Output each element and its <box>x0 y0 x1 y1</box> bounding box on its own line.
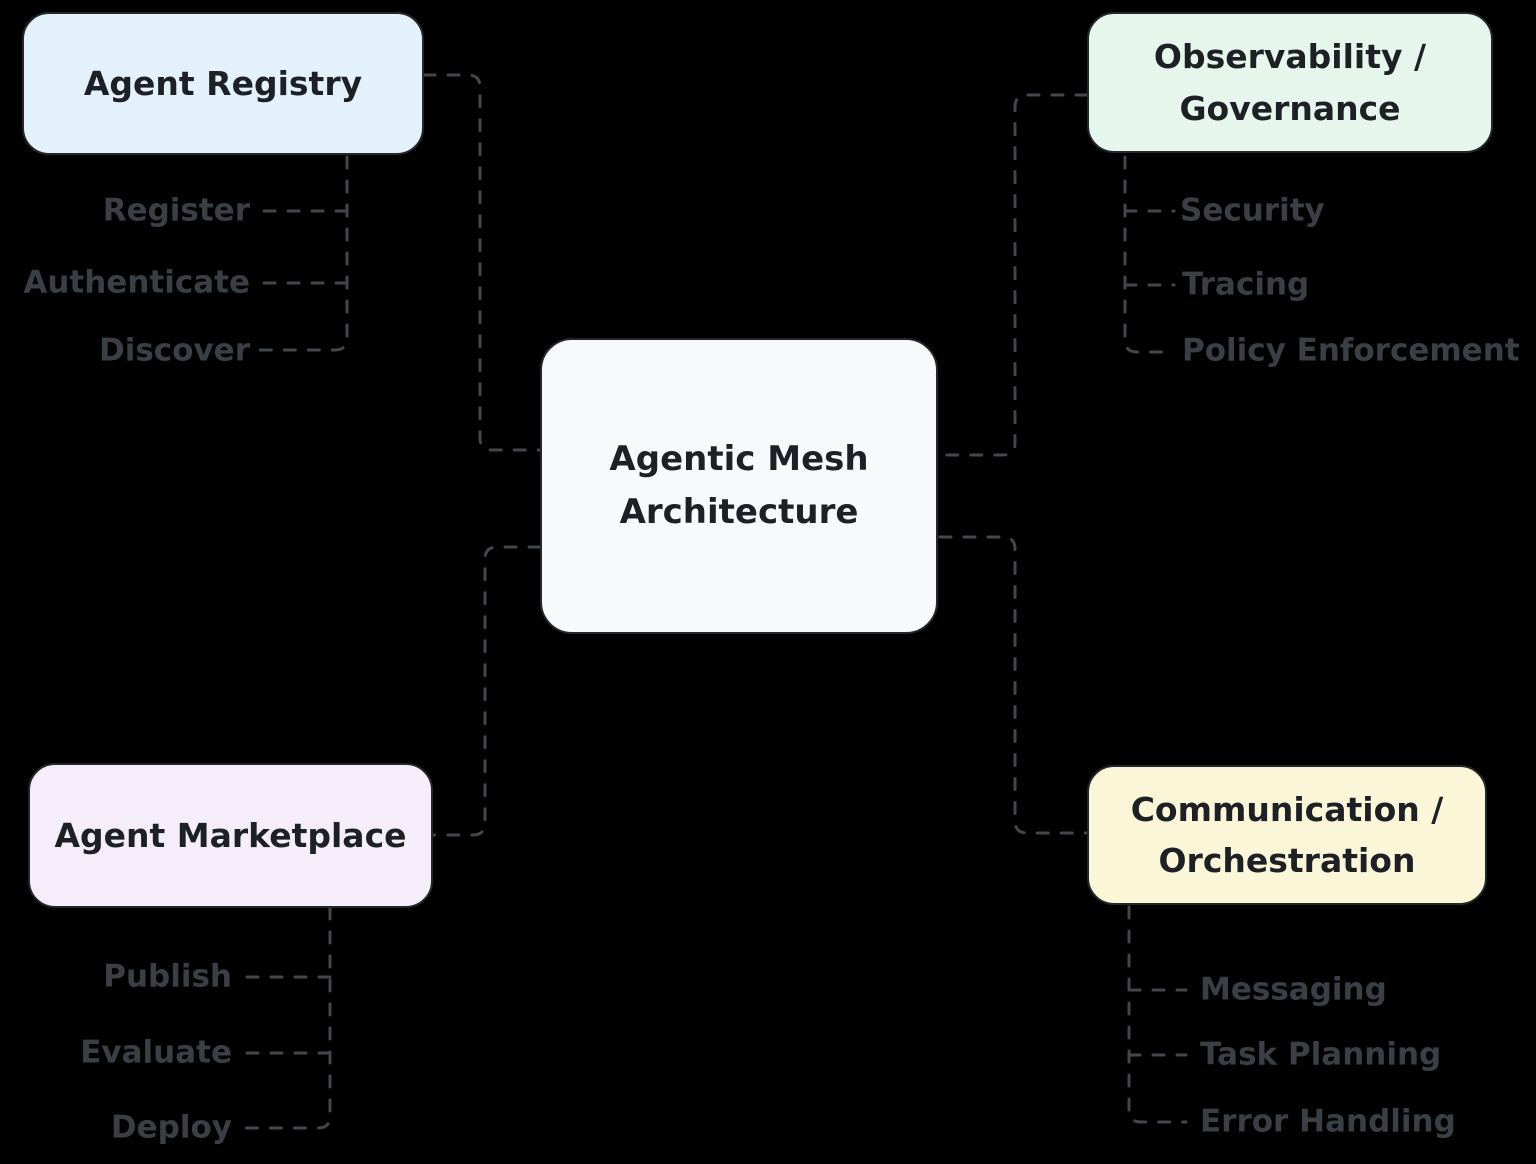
node-agentic-mesh-architecture-label: Agentic Mesh Architecture <box>609 439 869 532</box>
item-discover: Discover <box>98 332 250 369</box>
node-agent-registry: Agent Registry <box>22 12 424 155</box>
tree-registry-spine <box>254 155 349 352</box>
item-error-handling: Error Handling <box>1200 1103 1456 1140</box>
node-agentic-mesh-architecture: Agentic Mesh Architecture <box>540 338 938 634</box>
node-agent-registry-label: Agent Registry <box>83 63 363 103</box>
node-agent-marketplace: Agent Marketplace <box>28 763 433 908</box>
connector-marketplace-center <box>431 545 542 837</box>
tree-observability-spine <box>1123 155 1176 354</box>
node-communication-orchestration: Communication / Orchestration <box>1087 765 1487 905</box>
node-communication-orchestration-label: Communication / Orchestration <box>1130 789 1444 880</box>
connector-registry-center <box>422 73 542 452</box>
item-register: Register <box>102 192 250 229</box>
item-messaging: Messaging <box>1200 971 1387 1008</box>
tree-marketplace-spine <box>238 906 332 1130</box>
tree-communication-spine <box>1127 905 1188 1124</box>
connector-observability-center <box>938 93 1089 457</box>
node-observability-governance: Observability / Governance <box>1087 12 1493 153</box>
node-agent-marketplace-label: Agent Marketplace <box>54 815 407 855</box>
connector-communication-center <box>938 535 1089 835</box>
item-evaluate: Evaluate <box>80 1034 232 1071</box>
item-security: Security <box>1180 192 1325 229</box>
item-publish: Publish <box>103 958 232 995</box>
item-authenticate: Authenticate <box>23 264 250 301</box>
item-policy-enforcement: Policy Enforcement <box>1182 332 1520 369</box>
item-tracing: Tracing <box>1182 266 1310 303</box>
item-deploy: Deploy <box>110 1109 232 1146</box>
item-task-planning: Task Planning <box>1200 1036 1442 1073</box>
node-observability-governance-label: Observability / Governance <box>1153 37 1427 128</box>
